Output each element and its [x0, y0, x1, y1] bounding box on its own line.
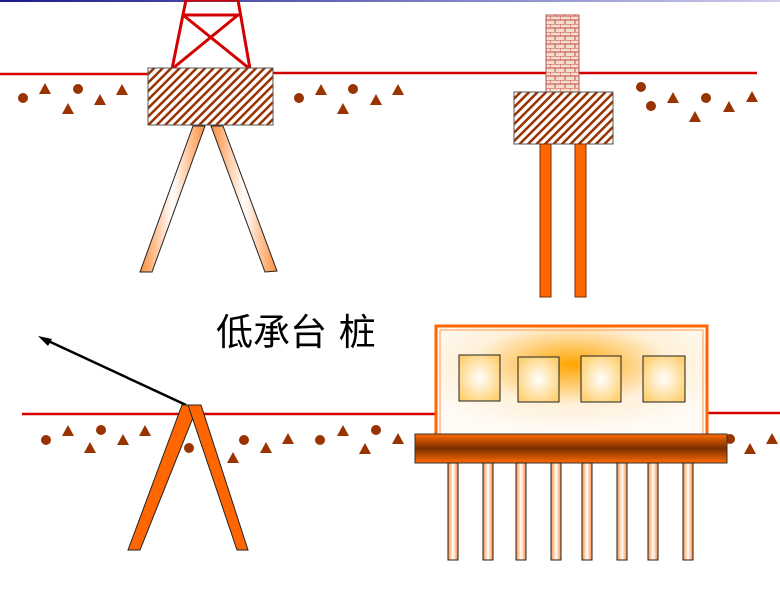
caption-low-cap-pile: 低承台 桩 [216, 311, 376, 354]
top-border [0, 0, 780, 2]
ground-line-top [0, 71, 757, 76]
brick-column [545, 14, 580, 93]
building-windows [458, 354, 686, 403]
inclined-pile-left [139, 125, 206, 273]
inclined-pile-right [210, 125, 278, 273]
a-frame-pile-right [187, 404, 249, 551]
transmission-tower [170, 0, 252, 71]
soil-markers [18, 82, 778, 463]
vertical-pile [539, 143, 552, 298]
pile-cap-hatched-1 [147, 67, 274, 126]
vertical-pile [574, 143, 587, 298]
pile-cap-hatched-2 [513, 91, 614, 145]
load-arrow [38, 336, 187, 407]
ground-line-bottom [22, 411, 780, 416]
low-pile-cap [414, 433, 728, 464]
a-frame-pile-left [127, 404, 199, 551]
pile-group [447, 462, 694, 561]
